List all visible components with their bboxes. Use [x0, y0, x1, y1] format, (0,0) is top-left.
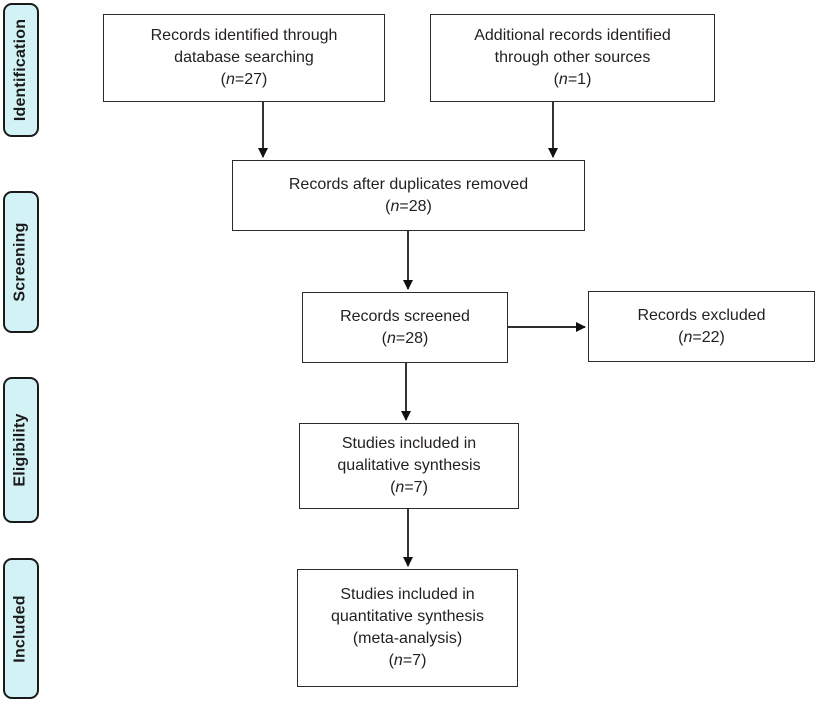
- count-value: =28): [395, 329, 429, 347]
- count-value: =27): [234, 71, 268, 88]
- box-text-line: quantitative synthesis: [331, 608, 484, 625]
- box-text-line: qualitative synthesis: [337, 457, 481, 474]
- stage-label-text: Included: [12, 594, 30, 663]
- box-text-line: Records screened: [340, 307, 470, 325]
- stage-label-text: Identification: [12, 18, 30, 122]
- count-open: (: [385, 197, 391, 215]
- count-line: (n=7): [390, 477, 428, 499]
- box-text-line: Additional records identified: [474, 27, 671, 44]
- count-value: =22): [692, 328, 725, 346]
- stage-label-text: Eligibility: [12, 413, 30, 487]
- count-n-symbol: n: [395, 479, 405, 496]
- count-line: (n=7): [389, 650, 427, 672]
- box-text-line: Records after duplicates removed: [288, 175, 529, 193]
- stage-label-included: Included: [3, 558, 39, 699]
- stage-label-eligibility: Eligibility: [3, 377, 39, 523]
- flow-box-after-duplicates: Records after duplicates removed (n=28): [232, 160, 585, 231]
- count-n-symbol: n: [225, 71, 235, 88]
- stage-label-identification: Identification: [3, 3, 39, 137]
- count-value: =7): [402, 652, 427, 669]
- count-n-symbol: n: [390, 197, 400, 215]
- count-line: (n=1): [554, 69, 592, 91]
- flow-box-records-screened: Records screened (n=28): [302, 292, 508, 363]
- count-value: =7): [404, 479, 428, 496]
- count-line: (n=22): [678, 327, 725, 349]
- box-text-line: Studies included in: [341, 435, 477, 452]
- count-open: (: [220, 71, 226, 88]
- box-text-line: Records excluded: [637, 306, 766, 324]
- count-n-symbol: n: [386, 329, 396, 347]
- count-n-symbol: n: [393, 652, 403, 669]
- count-line: (n=27): [221, 69, 268, 91]
- count-open: (: [381, 329, 387, 347]
- stage-label-screening: Screening: [3, 191, 39, 333]
- box-text-line: database searching: [174, 49, 314, 66]
- count-open: (: [390, 479, 396, 496]
- box-text-line: (meta-analysis): [352, 630, 463, 647]
- count-n-symbol: n: [558, 71, 568, 88]
- count-open: (: [678, 328, 684, 346]
- flow-box-additional-records: Additional records identified through ot…: [430, 14, 715, 102]
- flow-box-qualitative-synthesis: Studies included in qualitative synthesi…: [299, 423, 519, 509]
- count-open: (: [388, 652, 394, 669]
- count-open: (: [553, 71, 559, 88]
- box-text-line: through other sources: [494, 49, 651, 66]
- count-line: (n=28): [385, 196, 432, 218]
- box-text-line: Studies included in: [340, 586, 475, 603]
- flow-box-records-identified: Records identified through database sear…: [103, 14, 385, 102]
- flow-box-quantitative-synthesis: Studies included in quantitative synthes…: [297, 569, 518, 687]
- count-n-symbol: n: [683, 328, 693, 346]
- stage-label-text: Screening: [12, 222, 30, 302]
- count-value: =1): [567, 71, 592, 88]
- flow-box-records-excluded: Records excluded (n=22): [588, 291, 815, 362]
- count-value: =28): [399, 197, 432, 215]
- count-line: (n=28): [382, 328, 429, 350]
- box-text-line: Records identified through: [150, 27, 338, 44]
